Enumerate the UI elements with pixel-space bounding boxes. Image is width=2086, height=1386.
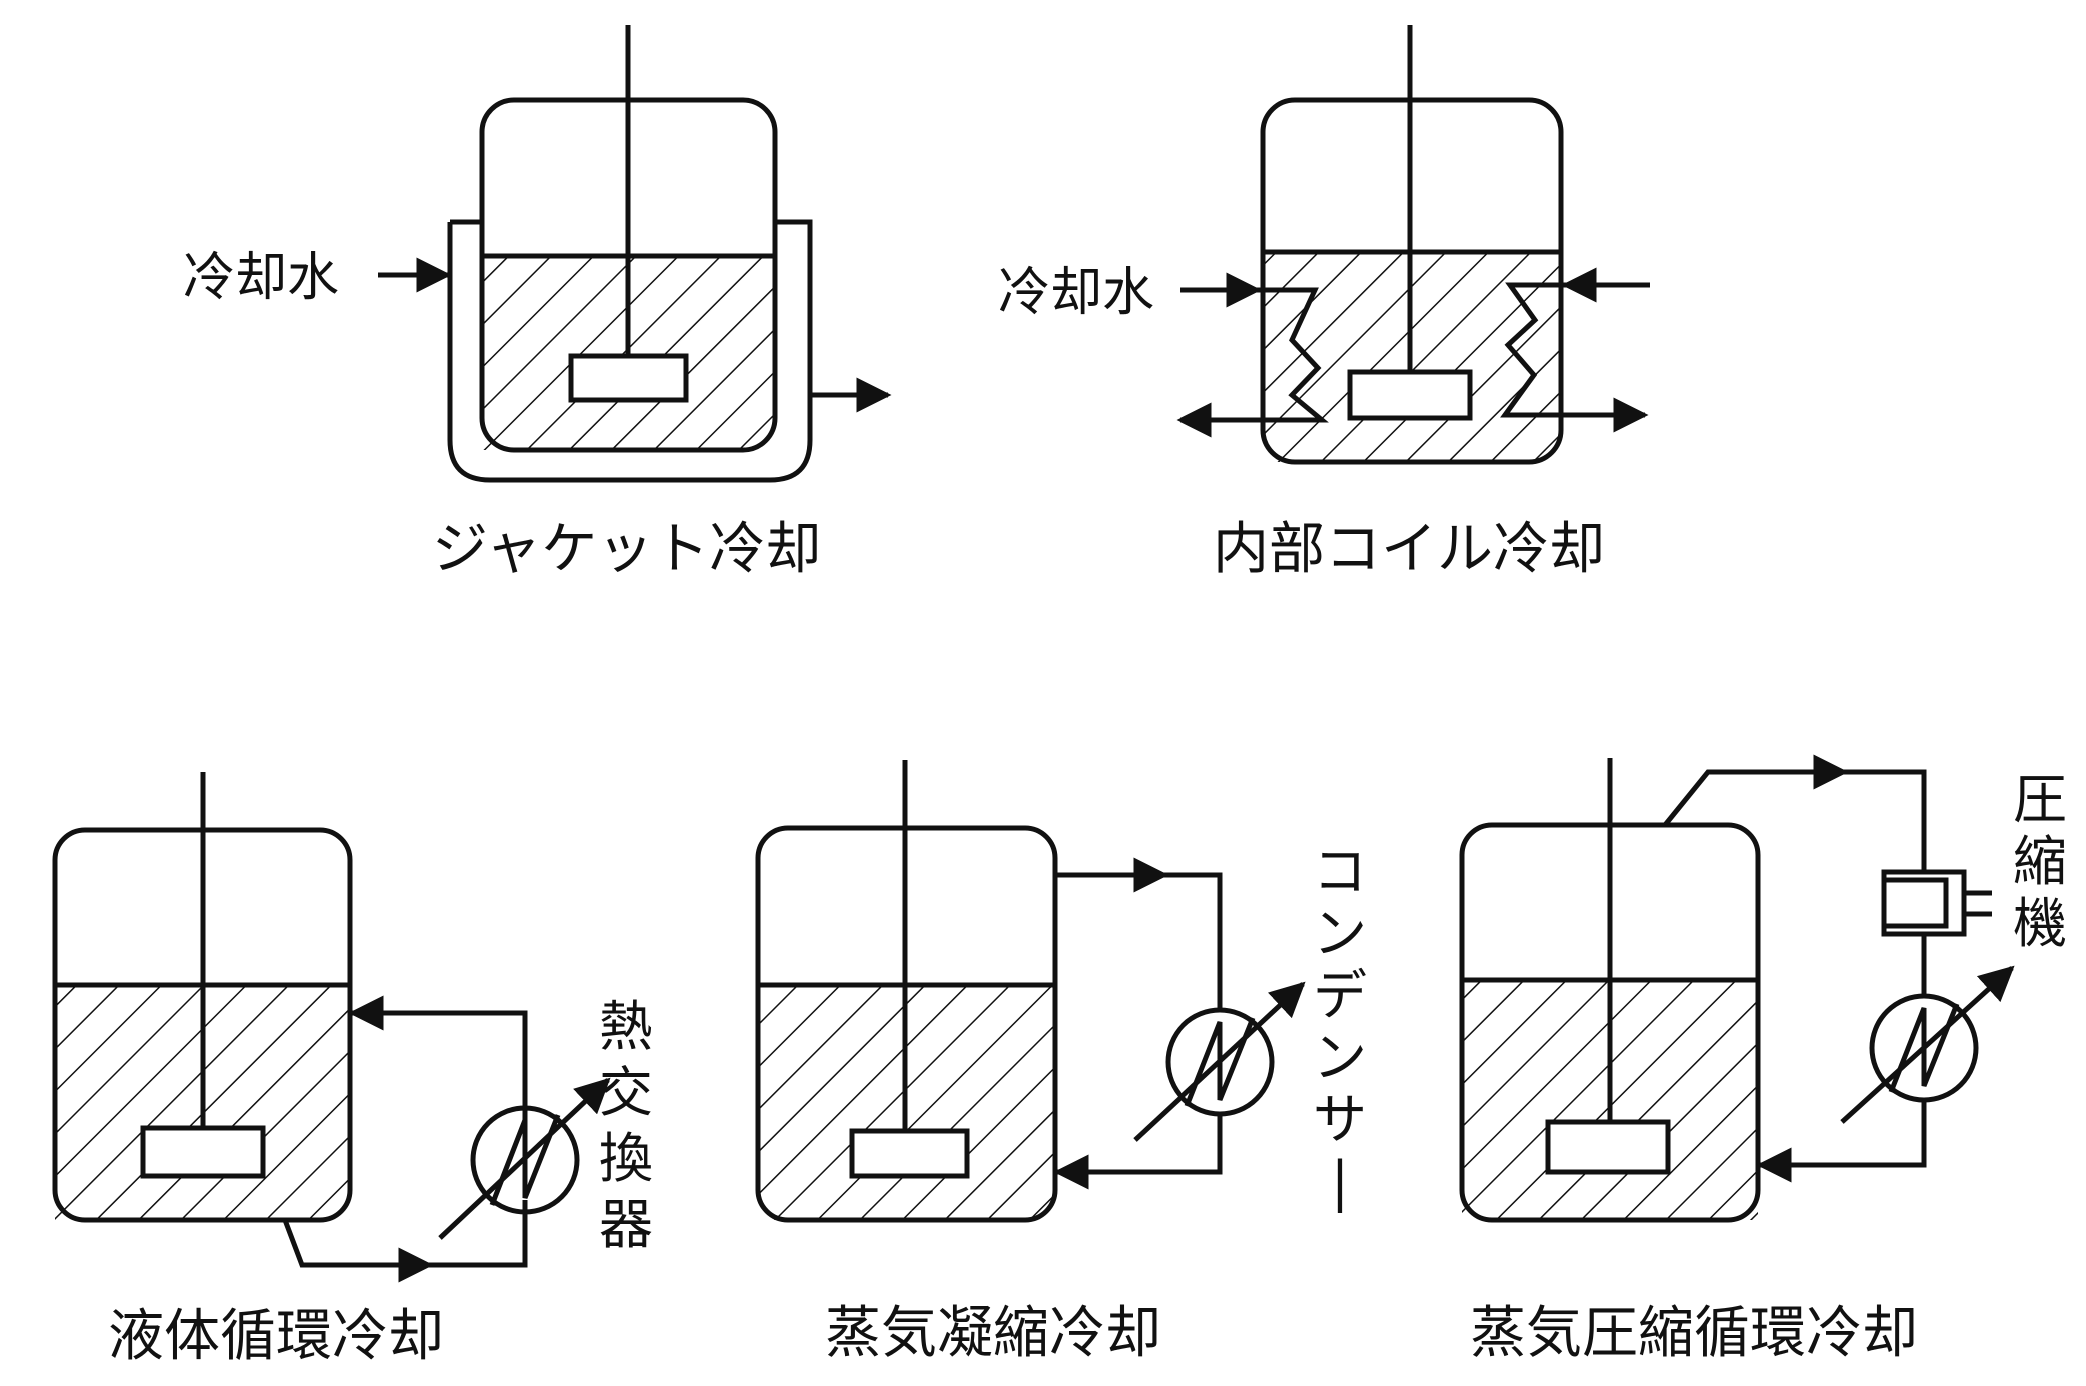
heat-exchanger-label: 熱交換器 xyxy=(599,995,653,1256)
cooling-water-label-jacket: 冷却水 xyxy=(183,248,339,308)
heat-exchanger-symbol xyxy=(470,1105,580,1215)
compressor-piston xyxy=(1881,877,1949,929)
vapor-condensation-unit xyxy=(755,760,1306,1223)
condenser-symbol xyxy=(1165,1007,1275,1117)
compress-vapor-line xyxy=(1663,769,1927,872)
condenser-label: コンデンサ| xyxy=(1313,840,1367,1213)
coil-right xyxy=(1500,282,1650,418)
liquid-return-line xyxy=(348,995,528,1122)
caption-internal-coil: 内部コイル冷却 xyxy=(1213,517,1605,582)
caption-vapor-condensation: 蒸気凝縮冷却 xyxy=(825,1301,1161,1366)
vapor-compression-unit xyxy=(1459,754,2015,1223)
compress-impeller xyxy=(1545,1119,1671,1175)
jacket-impeller xyxy=(568,353,689,403)
caption-jacket: ジャケット冷却 xyxy=(432,517,821,582)
coil-impeller xyxy=(1347,369,1473,421)
compressor-label: 圧縮機 xyxy=(2013,768,2067,955)
jacket-outer-wall xyxy=(447,219,813,483)
condenser-arrow xyxy=(1133,981,1306,1142)
internal-coil-cooling-unit xyxy=(1176,25,1650,465)
caption-vapor-compression: 蒸気圧縮循環冷却 xyxy=(1470,1301,1918,1366)
compress-return-line xyxy=(1756,1100,1927,1183)
liquid-circulation-unit xyxy=(52,772,611,1283)
caption-liquid-circulation: 液体循環冷却 xyxy=(108,1304,444,1369)
condense-vapor-line xyxy=(1055,872,1223,1010)
compress-exchanger-symbol xyxy=(1869,993,1979,1103)
compress-exchanger-arrow xyxy=(1840,965,2015,1124)
heat-exchanger-arrow xyxy=(438,1077,611,1240)
condense-return-line xyxy=(1053,1115,1223,1190)
cooling-water-label-coil: 冷却水 xyxy=(998,263,1154,323)
liquid-impeller xyxy=(140,1125,266,1179)
condense-impeller xyxy=(849,1128,970,1179)
jacket-cooling-unit xyxy=(378,25,892,483)
coil-left xyxy=(1180,287,1329,423)
